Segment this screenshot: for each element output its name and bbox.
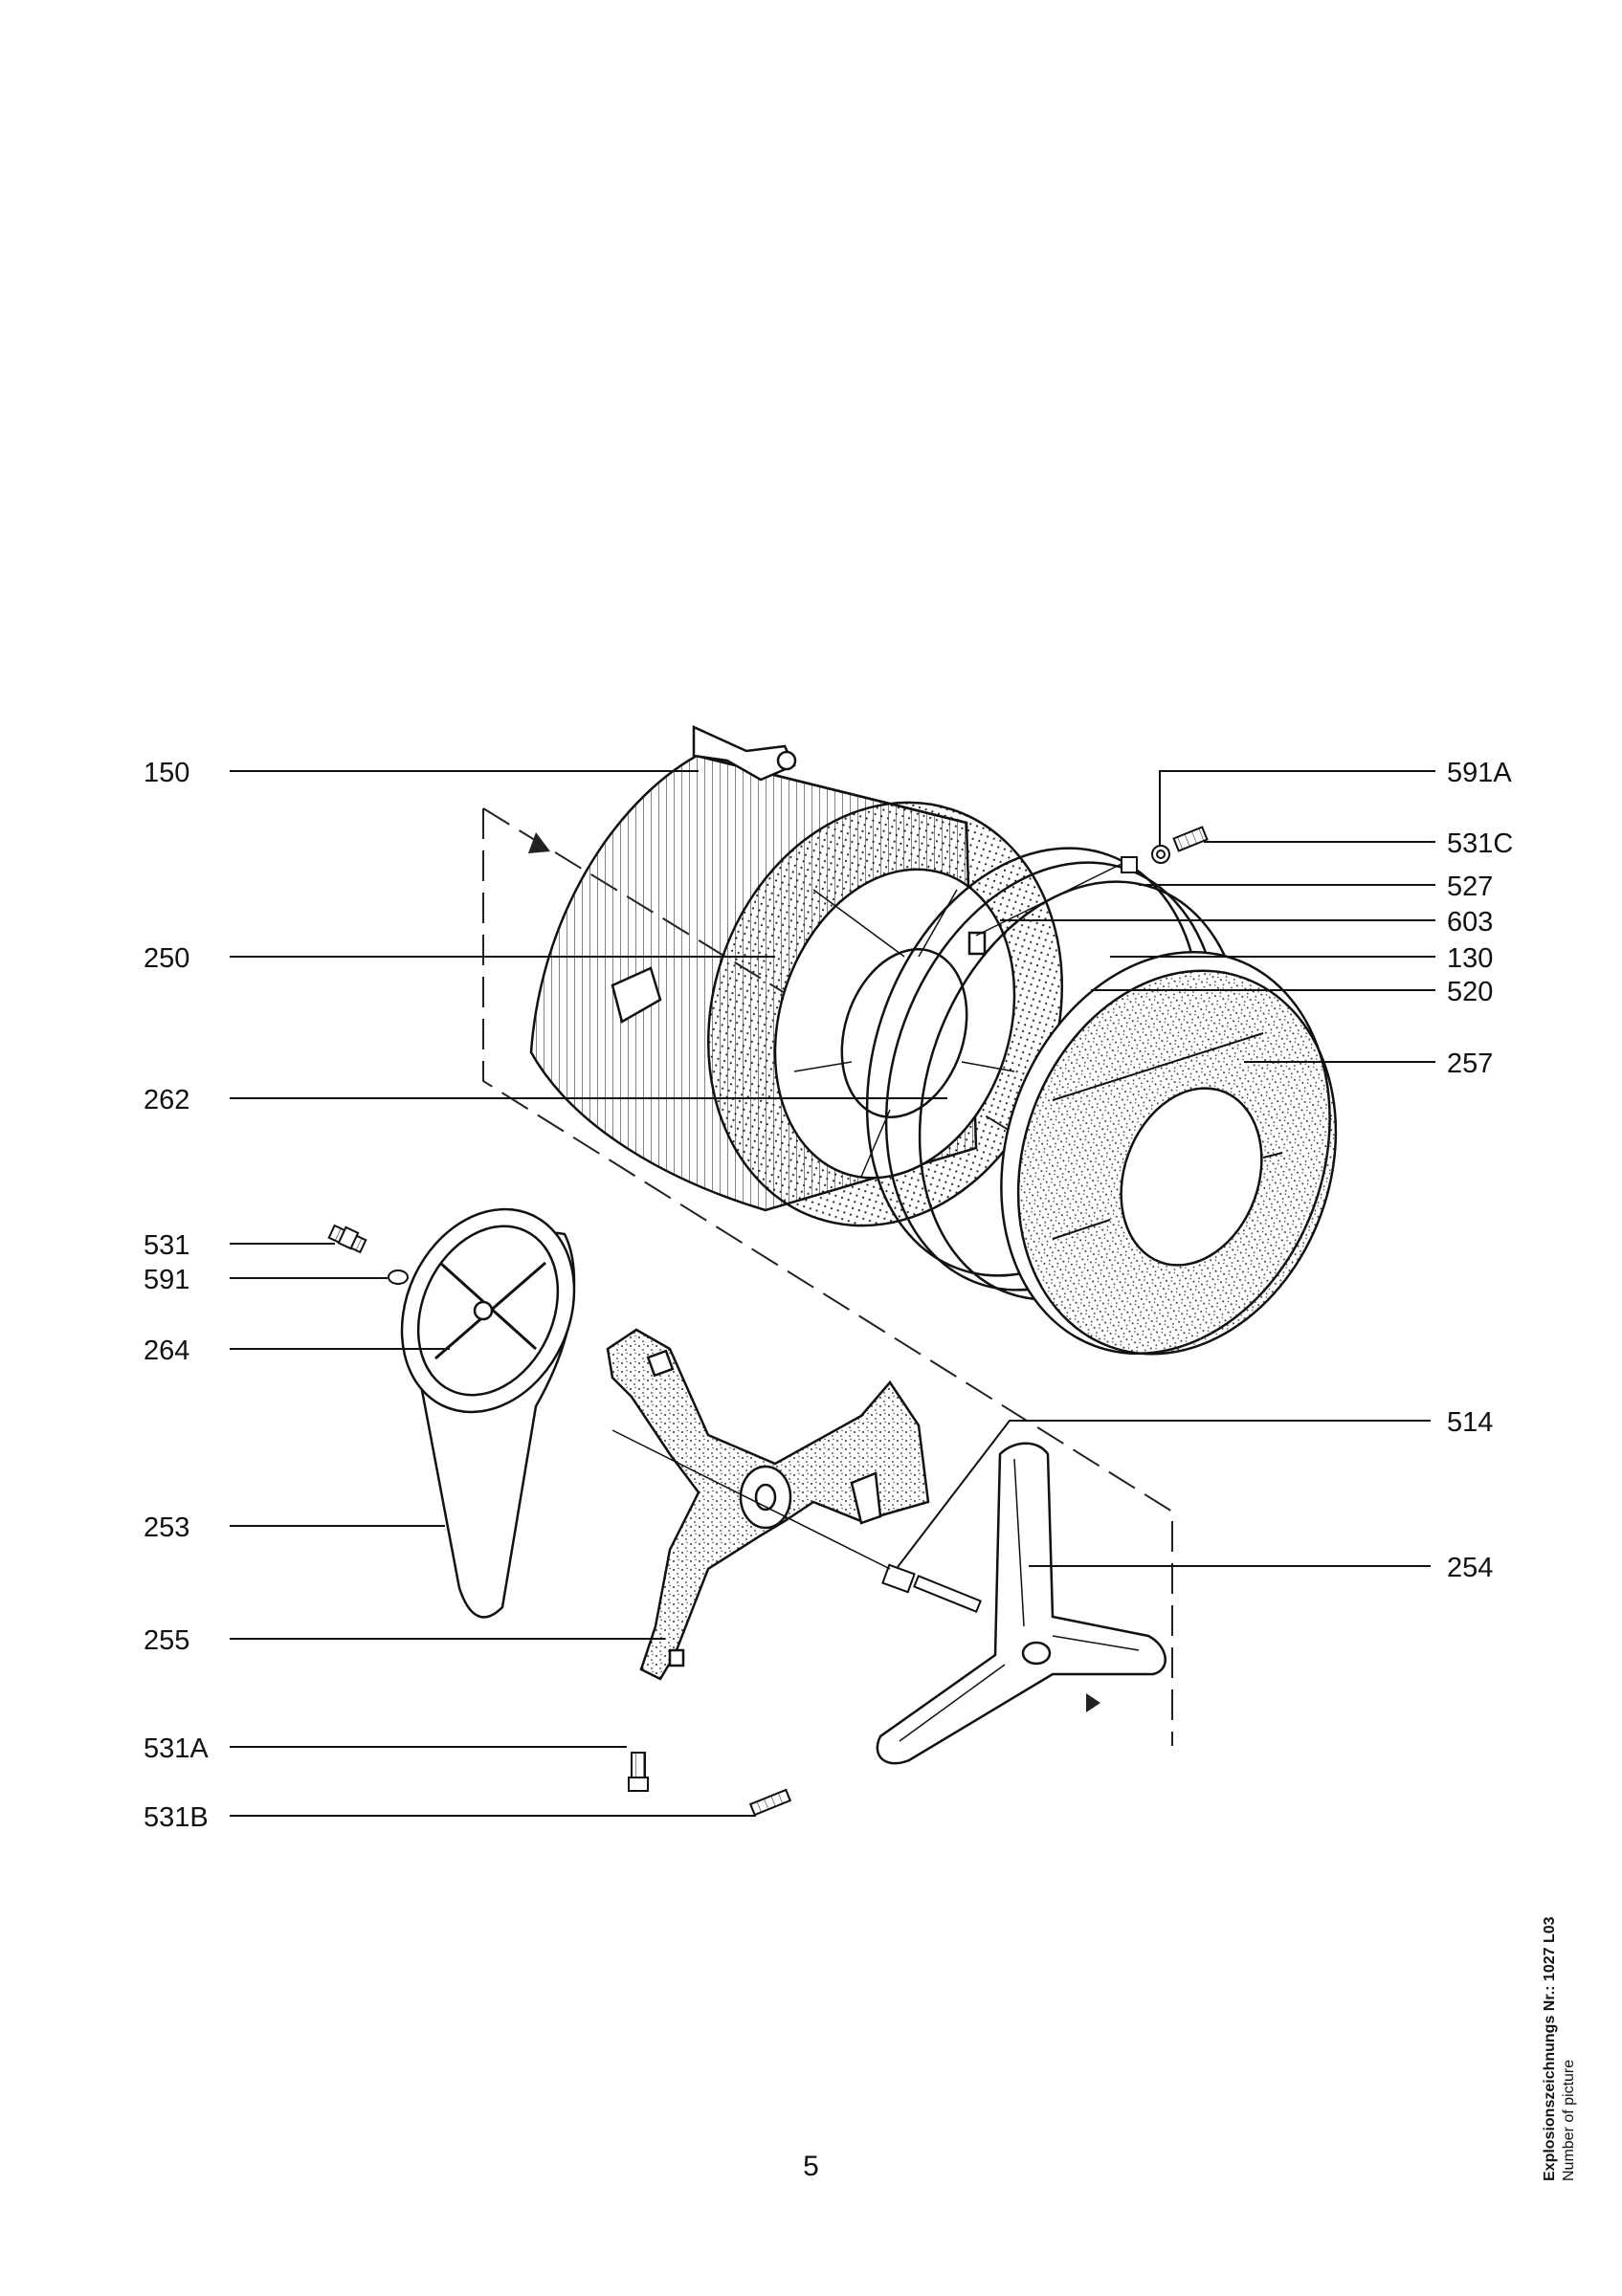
leader-lines-left bbox=[230, 770, 947, 1817]
callout-531a: 531A bbox=[144, 1733, 209, 1764]
callout-603: 603 bbox=[1447, 907, 1494, 938]
callout-150: 150 bbox=[144, 758, 190, 788]
counterweight bbox=[1000, 950, 1338, 1356]
callout-531: 531 bbox=[144, 1230, 190, 1261]
callout-531c: 531C bbox=[1447, 828, 1514, 859]
callout-255: 255 bbox=[144, 1625, 190, 1656]
callout-527: 527 bbox=[1447, 872, 1494, 902]
callout-531b: 531B bbox=[144, 1802, 209, 1833]
callout-254: 254 bbox=[1447, 1553, 1494, 1583]
callout-514: 514 bbox=[1447, 1407, 1494, 1438]
callout-250: 250 bbox=[144, 943, 190, 974]
callout-591a: 591A bbox=[1447, 758, 1512, 788]
callout-264: 264 bbox=[144, 1336, 190, 1366]
callout-253: 253 bbox=[144, 1512, 190, 1543]
belt-pulley bbox=[400, 1207, 576, 1619]
callout-591: 591 bbox=[144, 1265, 190, 1295]
callout-130: 130 bbox=[1447, 943, 1494, 974]
shaft-bearing bbox=[611, 1429, 983, 1613]
callout-520: 520 bbox=[1447, 977, 1494, 1007]
screws-left bbox=[327, 1224, 792, 1817]
spider-bracket bbox=[606, 1328, 930, 1681]
page-number: 5 bbox=[803, 2151, 819, 2182]
drawing-number-caption: Explosionszeichnungs Nr.: 1027 L03 Numbe… bbox=[1541, 1916, 1579, 2181]
tub-assembly bbox=[528, 725, 1064, 1227]
drawing-number-subtitle: Number of picture bbox=[1561, 2059, 1577, 2181]
callout-257: 257 bbox=[1447, 1049, 1494, 1079]
drum-support-spider bbox=[876, 1442, 1167, 1765]
leader-lines-right bbox=[897, 770, 1435, 1568]
hardware-top-right bbox=[975, 826, 1209, 937]
drawing-number: Explosionszeichnungs Nr.: 1027 L03 bbox=[1542, 1916, 1558, 2181]
callout-262: 262 bbox=[144, 1085, 190, 1115]
